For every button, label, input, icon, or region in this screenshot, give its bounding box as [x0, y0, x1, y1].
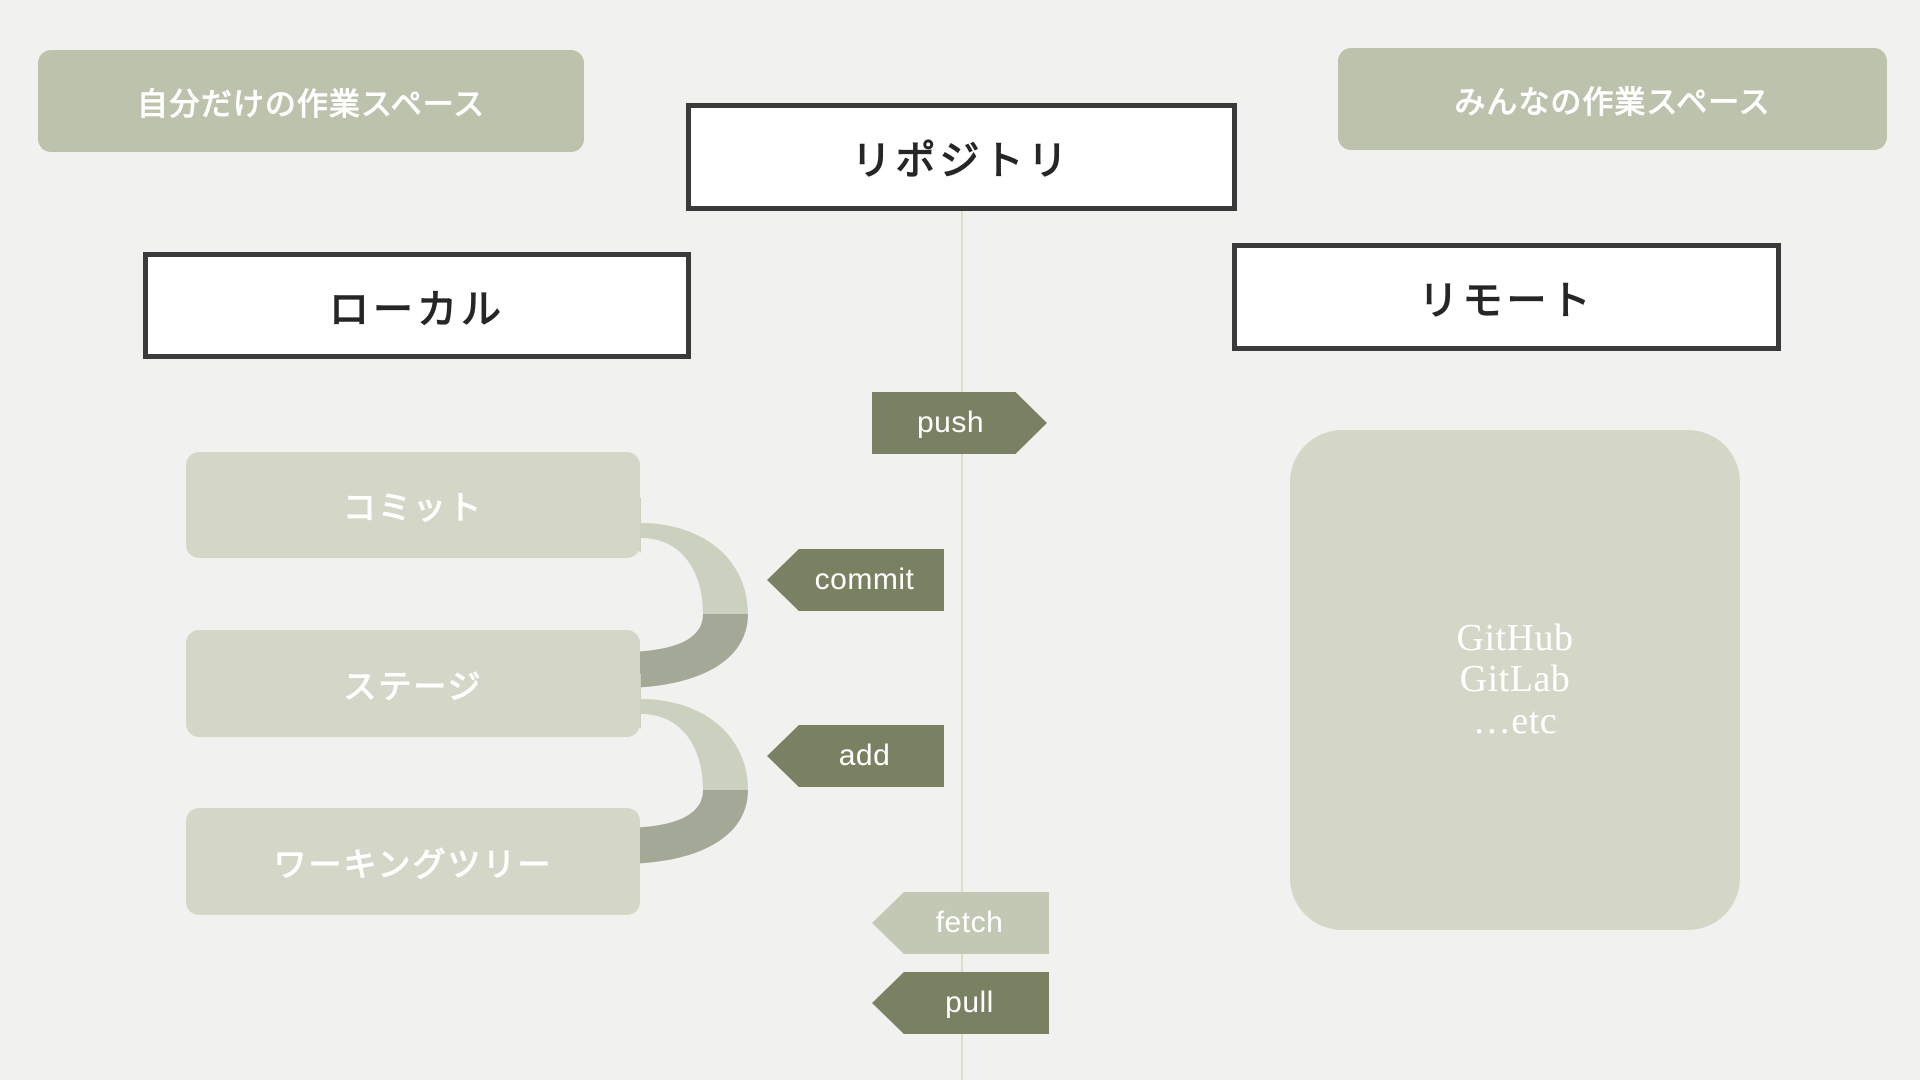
command-fetch: fetch [872, 892, 1049, 954]
personal-workspace-label: 自分だけの作業スペース [38, 50, 584, 152]
remote-service-gitlab: GitLab [1459, 658, 1571, 701]
local-box: ローカル [143, 252, 691, 359]
command-push-label: push [916, 406, 985, 439]
shared-workspace-label: みんなの作業スペース [1338, 48, 1887, 150]
local-stage-staging-label: ステージ [343, 667, 483, 705]
command-pull: pull [872, 972, 1049, 1034]
command-pull-label: pull [945, 986, 994, 1019]
local-stage-working-tree-label: ワーキングツリー [273, 845, 553, 883]
command-push: push [872, 392, 1047, 454]
repository-label: リポジトリ [851, 139, 1072, 183]
local-stage-commit: コミット [186, 452, 640, 558]
local-stage-commit-label: コミット [343, 489, 483, 526]
remote-service-github: GitHub [1456, 617, 1574, 660]
command-add-label: add [838, 739, 891, 772]
remote-label: リモート [1418, 279, 1595, 323]
local-stage-staging: ステージ [186, 630, 640, 737]
repository-box: リポジトリ [686, 103, 1237, 211]
repository-connector-line [961, 211, 963, 1080]
remote-services-card: GitHub GitLab …etc [1290, 430, 1740, 930]
remote-box: リモート [1232, 243, 1781, 351]
local-stage-working-tree: ワーキングツリー [186, 808, 640, 915]
command-add: add [767, 725, 944, 787]
command-commit: commit [767, 549, 944, 611]
local-label: ローカル [329, 287, 505, 332]
command-fetch-label: fetch [935, 906, 1004, 939]
shared-workspace-text: みんなの作業スペース [1454, 84, 1771, 120]
remote-service-etc: …etc [1472, 699, 1558, 742]
personal-workspace-text: 自分だけの作業スペース [136, 86, 486, 122]
command-commit-label: commit [814, 563, 915, 596]
